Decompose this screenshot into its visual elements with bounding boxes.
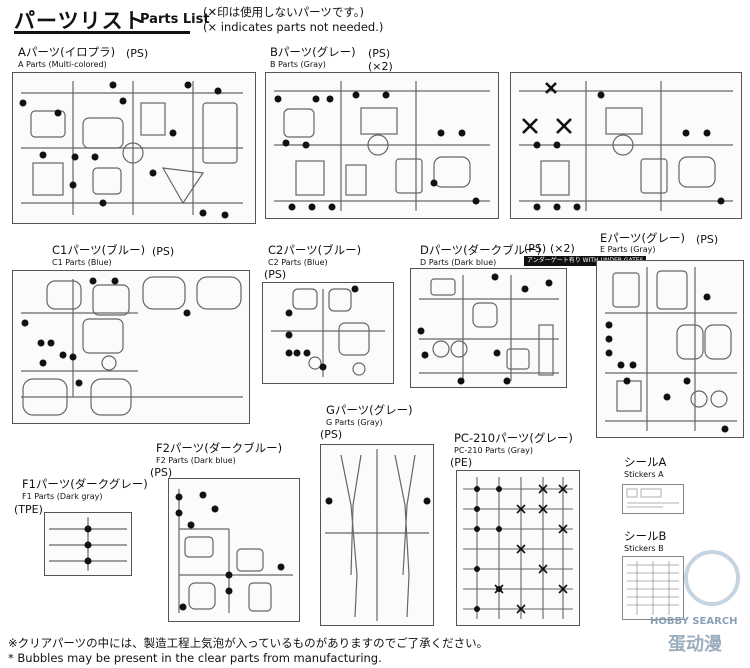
- runner-b-alt: [510, 72, 742, 219]
- stickers-b-title: シールB: [624, 529, 667, 543]
- section-a-title: Aパーツ(イロプラ): [18, 45, 116, 59]
- section-f2-material: (PS): [150, 466, 173, 479]
- section-b-subtitle: B Parts (Gray): [270, 60, 326, 69]
- section-f1-subtitle: F1 Parts (Dark gray): [22, 492, 103, 501]
- section-a-material: (PS): [126, 47, 149, 60]
- runner-f2: [168, 478, 300, 622]
- section-f2-subtitle: F2 Parts (Dark blue): [156, 456, 236, 465]
- page-title: パーツリスト: [14, 9, 146, 33]
- page-title-en: Parts List: [140, 12, 210, 27]
- section-b-material: (PS): [368, 47, 391, 60]
- footer-note-en: * Bubbles may be present in the clear pa…: [8, 651, 382, 665]
- section-f2-title: F2パーツ(ダークブルー): [156, 441, 283, 455]
- sticker-sheet-a: [622, 484, 684, 514]
- runner-c2: [262, 282, 394, 384]
- section-f1-title: F1パーツ(ダークグレー): [22, 477, 148, 491]
- section-b-multiplier: (×2): [368, 60, 393, 73]
- section-g-title: Gパーツ(グレー): [326, 403, 413, 417]
- runner-a: [12, 72, 256, 224]
- section-e-title: Eパーツ(グレー): [600, 231, 686, 245]
- section-d-subtitle: D Parts (Dark blue): [420, 258, 497, 267]
- section-a-subtitle: A Parts (Multi-colored): [18, 60, 107, 69]
- section-pc-subtitle: PC-210 Parts (Gray): [454, 446, 533, 455]
- section-b-title: Bパーツ(グレー): [270, 45, 356, 59]
- runner-f1: [44, 512, 132, 576]
- runner-b: [265, 72, 499, 219]
- section-pc-material: (PE): [450, 456, 473, 469]
- section-f1-material: (TPE): [14, 503, 43, 516]
- section-c1-title: C1パーツ(ブルー): [52, 243, 146, 257]
- section-c1-subtitle: C1 Parts (Blue): [52, 258, 112, 267]
- footer-note-jp: ※クリアパーツの中には、製造工程上気泡が入っているものがありますのでご了承くださ…: [8, 636, 489, 650]
- note-en: (× indicates parts not needed.): [203, 20, 384, 34]
- runner-pc: [456, 470, 580, 626]
- stickers-a-subtitle: Stickers A: [624, 470, 664, 479]
- section-d-material: (PS): [524, 242, 547, 255]
- section-g-subtitle: G Parts (Gray): [326, 418, 383, 427]
- section-c2-material: (PS): [264, 268, 287, 281]
- section-c1-material: (PS): [152, 245, 175, 258]
- section-c2-subtitle: C2 Parts (Blue): [268, 258, 328, 267]
- runner-c1: [12, 270, 250, 424]
- title-rule: [14, 31, 190, 34]
- section-e-subtitle: E Parts (Gray): [600, 245, 656, 254]
- watermark-logo: [684, 550, 740, 606]
- runner-e: [596, 260, 744, 438]
- under-gate-badge: アンダーゲート有り WITH UNDER GATES: [524, 256, 647, 266]
- section-g-material: (PS): [320, 428, 343, 441]
- watermark-hobby-search: HOBBY SEARCH: [650, 616, 738, 627]
- section-e-material: (PS): [696, 233, 719, 246]
- section-c2-title: C2パーツ(ブルー): [268, 243, 362, 257]
- note-jp: (✕印は使用しないパーツです。): [203, 5, 364, 19]
- section-pc-title: PC-210パーツ(グレー): [454, 431, 573, 445]
- section-d-multiplier: (×2): [550, 242, 575, 255]
- watermark-site: 蛋动漫: [668, 634, 722, 655]
- stickers-b-subtitle: Stickers B: [624, 544, 664, 553]
- stickers-a-title: シールA: [624, 455, 667, 469]
- section-d-title: Dパーツ(ダークブルー): [420, 243, 542, 257]
- sticker-sheet-b: [622, 556, 684, 620]
- runner-g: [320, 444, 434, 626]
- runner-d: [410, 268, 567, 388]
